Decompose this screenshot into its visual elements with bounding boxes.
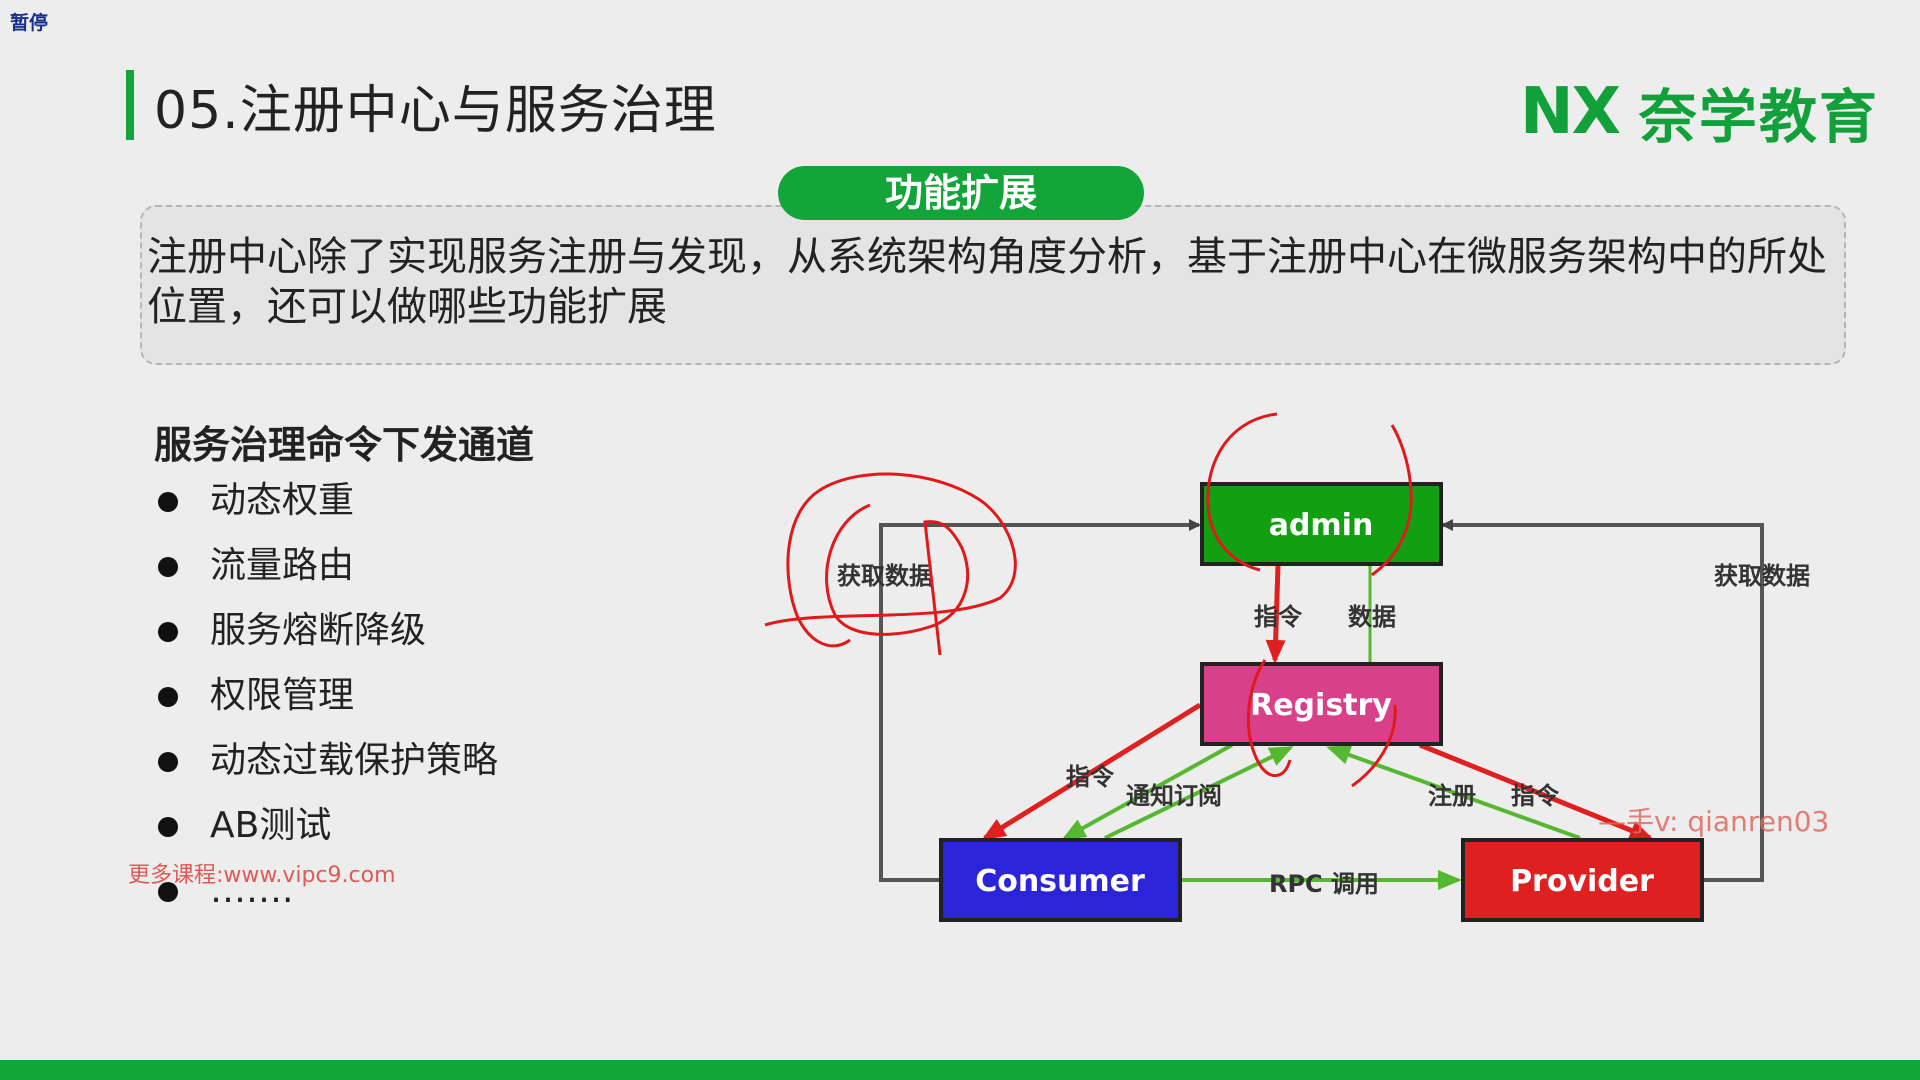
- list-item: 动态过载保护策略: [154, 736, 498, 801]
- annotation-arc-admin-right: [1371, 424, 1413, 577]
- node-consumer-label: Consumer: [975, 864, 1145, 899]
- label-register: 注册: [1428, 782, 1476, 810]
- edge-fetch-left: [879, 519, 1201, 882]
- feature-list-heading: 服务治理命令下发通道: [154, 423, 535, 467]
- intro-box: [140, 205, 1846, 365]
- label-admin-data: 数据: [1348, 603, 1396, 631]
- node-admin-label: admin: [1269, 508, 1374, 543]
- annotation-circle-fetch: [764, 472, 1017, 648]
- annotation-circle-fetch-2: [825, 503, 970, 656]
- node-consumer-box: [939, 838, 1182, 922]
- edge-consumer-command: [981, 702, 1202, 841]
- page-title: 05.注册中心与服务治理: [154, 81, 717, 141]
- node-admin-box: [1200, 482, 1443, 566]
- edge-notify-1: [1061, 743, 1233, 840]
- list-item: …….: [154, 866, 498, 931]
- brand-logo: NX 奈学教育: [1520, 70, 1879, 154]
- bottom-accent-bar: [0, 1060, 1920, 1080]
- label-notify: 通知订阅: [1126, 782, 1222, 810]
- label-provider-command: 指令: [1511, 782, 1560, 810]
- node-provider-box: [1461, 838, 1704, 922]
- list-item: 动态权重: [154, 476, 498, 541]
- list-item: AB测试: [154, 801, 498, 866]
- title-accent-bar: [126, 70, 134, 140]
- edge-fetch-right: [1441, 519, 1764, 882]
- intro-pill: 功能扩展: [778, 166, 1144, 220]
- label-rpc: RPC 调用: [1269, 870, 1379, 898]
- annotation-arc-registry-right: [1351, 704, 1397, 788]
- feature-list: 动态权重 流量路由 服务熔断降级 权限管理 动态过载保护策略 AB测试 …….: [154, 476, 498, 931]
- node-provider-label: Provider: [1510, 864, 1654, 899]
- edge-register: [1326, 745, 1581, 840]
- node-registry-box: [1200, 662, 1443, 746]
- list-item: 权限管理: [154, 671, 498, 736]
- watermark-contact: —手v: qianren03: [1598, 805, 1830, 838]
- list-item: 流量路由: [154, 541, 498, 606]
- edge-admin-command: [1265, 564, 1286, 664]
- annotation-arc-registry-left: [1246, 659, 1292, 777]
- annotation-arc-admin-left: [1206, 412, 1278, 572]
- label-admin-command: 指令: [1254, 603, 1303, 631]
- logo-mark: NX: [1520, 75, 1621, 149]
- watermark-courses: 更多课程:www.vipc9.com: [128, 863, 396, 888]
- label-fetch-right: 获取数据: [1714, 562, 1810, 590]
- pause-button[interactable]: 暂停: [10, 12, 49, 34]
- list-item: 服务熔断降级: [154, 606, 498, 671]
- label-consumer-command: 指令: [1066, 763, 1115, 791]
- label-fetch-left: 获取数据: [837, 562, 933, 590]
- intro-text: 注册中心除了实现服务注册与发现，从系统架构角度分析，基于注册中心在微服务架构中的…: [147, 234, 1827, 330]
- logo-text: 奈学教育: [1638, 83, 1879, 151]
- edge-provider-command: [1419, 742, 1654, 841]
- node-registry-label: Registry: [1250, 688, 1392, 723]
